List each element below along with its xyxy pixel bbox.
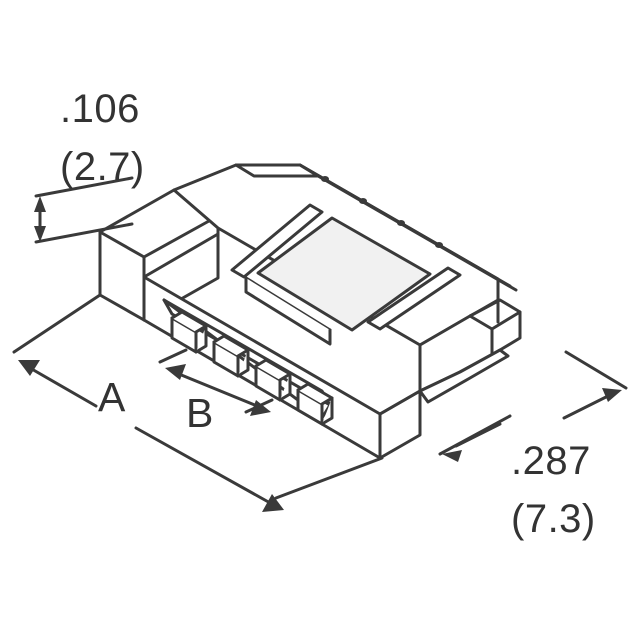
height-dimension-millimeters: (2.7) xyxy=(60,145,145,189)
top-edge-detents xyxy=(321,176,443,248)
contact-tooth xyxy=(254,358,292,402)
contact-tooth xyxy=(296,382,334,426)
height-leader-line xyxy=(60,190,100,232)
b-dimension-arrow xyxy=(165,364,271,416)
height-dimension-arrow xyxy=(34,196,46,242)
housing-rear-bottom-edge xyxy=(418,298,500,393)
height-dimension-inches: .106 xyxy=(60,87,140,131)
depth-dimension-millimeters: (7.3) xyxy=(511,497,596,541)
height-extension-lines xyxy=(34,176,134,244)
a-extension-lines xyxy=(12,293,384,500)
top-recessed-panel xyxy=(256,216,432,332)
contact-span-dimension-label-b: B xyxy=(186,390,214,436)
length-dimension-label-a: A xyxy=(98,374,126,420)
housing-back-ridge xyxy=(234,163,518,292)
contact-slot-comb xyxy=(162,298,334,426)
top-slot-left xyxy=(230,203,324,279)
contact-tooth xyxy=(170,310,208,354)
actuator-bar xyxy=(244,276,332,346)
depth-dimension-inches: .287 xyxy=(511,439,591,483)
front-right-corner-block xyxy=(378,389,422,460)
a-dimension-arrow xyxy=(18,360,284,512)
depth-dimension-arrow xyxy=(442,388,622,462)
top-slot-right xyxy=(366,266,462,331)
contact-tooth xyxy=(212,334,250,378)
right-lower-skirt xyxy=(418,348,510,404)
